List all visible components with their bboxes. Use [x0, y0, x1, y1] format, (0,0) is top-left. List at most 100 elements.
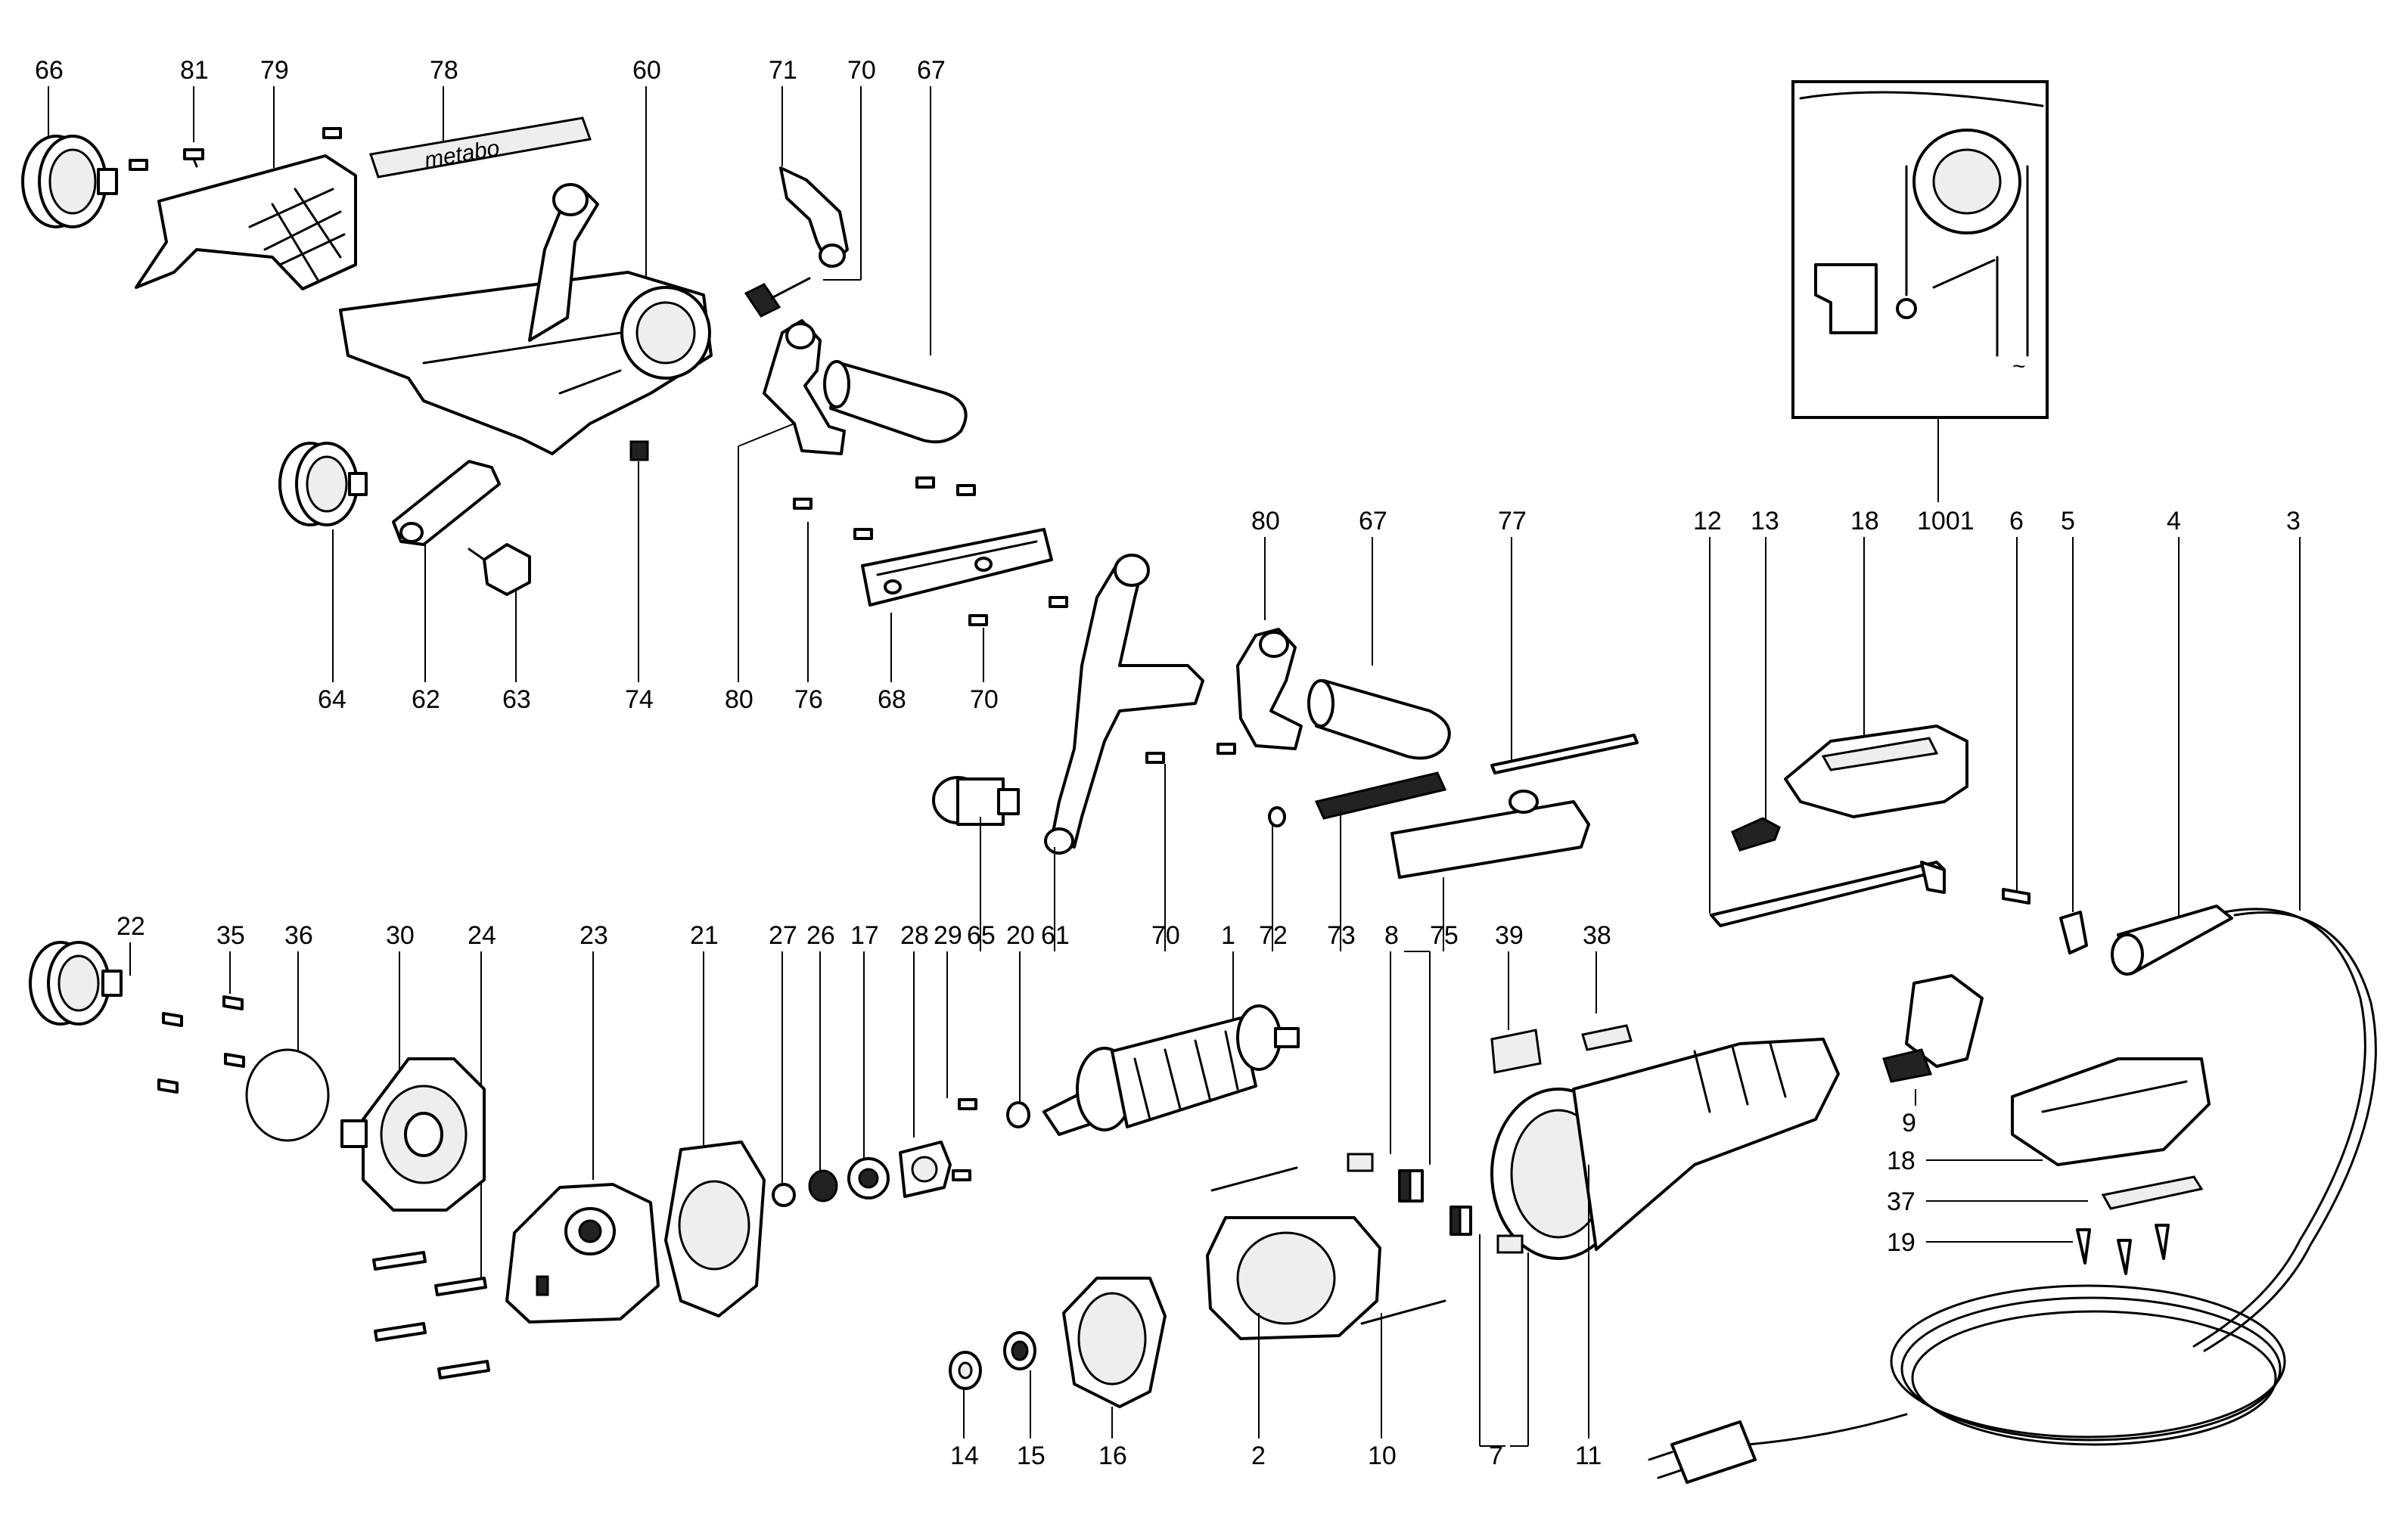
part-36-o-ring: [245, 1048, 330, 1142]
callout-labels-bottom: 14 15 16 2 10 7 11: [950, 1442, 1602, 1470]
part-11-motor-housing: [1490, 1038, 1840, 1260]
part-6-screw: [2002, 888, 2030, 905]
part-79-guard-plate: [135, 154, 357, 290]
part-28-plate: [899, 1141, 952, 1198]
part-76-screws: [793, 476, 976, 540]
callout-17: 17: [850, 921, 879, 950]
part-18-cover-bottom: [2011, 1057, 2211, 1166]
part-35-screws: [157, 995, 245, 1094]
callout-36: 36: [284, 921, 313, 950]
part-67-handle-b: [1307, 679, 1451, 760]
callout-28: 28: [900, 921, 929, 950]
part-27-washer: [772, 1183, 796, 1207]
callout-80: 80: [725, 685, 753, 714]
callout-13: 13: [1751, 507, 1779, 535]
callout-labels-second-row: 64 62 63 74 80 76 68 70: [318, 685, 999, 714]
part-78-logo-label: metabo: [369, 116, 592, 178]
logo-text: metabo: [422, 135, 501, 173]
part-63-star-knob: [468, 543, 531, 596]
callout-29: 29: [934, 921, 962, 950]
callout-11: 11: [1575, 1442, 1602, 1470]
part-80-bracket: [763, 319, 846, 455]
callout-2: 2: [1251, 1442, 1266, 1470]
part-12-switch-rod: [1710, 861, 1946, 927]
leader-lines-second-row: [332, 423, 984, 682]
callout-9: 9: [1902, 1109, 1916, 1137]
callout-64: 64: [318, 685, 346, 714]
callout-labels-right: 12 13 18 1001 6 5 4 3: [1693, 507, 2301, 535]
callout-22: 22: [117, 912, 145, 941]
part-66-roller: [21, 135, 118, 228]
callout-66: 66: [35, 56, 64, 85]
callout-24: 24: [468, 921, 496, 950]
callout-74: 74: [625, 685, 654, 714]
part-72-washer: [1268, 806, 1286, 827]
part-15-bearing: [1003, 1331, 1036, 1370]
callout-1: 1: [1221, 921, 1235, 950]
part-10-wire: [1210, 1166, 1446, 1325]
callout-70: 70: [970, 685, 999, 714]
callout-20: 20: [1006, 921, 1035, 950]
wiring-ac-symbol: ~: [2012, 354, 2026, 379]
callout-38: 38: [1583, 921, 1611, 950]
callout-6: 6: [2009, 507, 2024, 535]
leader-lines-right-lower: [1915, 1089, 2088, 1243]
part-21-flange: [664, 1141, 766, 1317]
callout-67: 67: [917, 56, 946, 85]
part-16-fan-housing: [1062, 1277, 1167, 1408]
callout-23: 23: [579, 921, 608, 950]
callout-37: 37: [1887, 1187, 1916, 1216]
part-5-clip: [2059, 911, 2088, 954]
callout-30: 30: [386, 921, 415, 950]
part-37-label: [2101, 1175, 2204, 1210]
part-38-label: [1581, 1024, 1633, 1051]
callout-60: 60: [632, 56, 661, 85]
part-knob-small: [744, 277, 811, 318]
callout-26: 26: [806, 921, 835, 950]
part-67-handle: [823, 360, 968, 444]
callout-15: 15: [1017, 1442, 1046, 1470]
part-18-cover-top: [1784, 725, 1968, 818]
leader-lines-bottom: [963, 1165, 1589, 1447]
part-77-rod: [1490, 734, 1639, 774]
part-3-power-cable: [1648, 908, 2377, 1484]
callout-80: 80: [1251, 507, 1280, 535]
part-39-label: [1490, 1029, 1542, 1074]
callout-79: 79: [260, 56, 289, 85]
part-81-screw: [183, 148, 204, 168]
part-22-roller: [29, 941, 123, 1026]
leader-lines-top-row: [48, 86, 931, 355]
callout-8: 8: [1384, 921, 1399, 950]
callout-18: 18: [1850, 507, 1879, 535]
wiring-diagram-box: ~: [1791, 80, 2049, 419]
part-30-gear-housing: [340, 1057, 486, 1212]
callout-4: 4: [2167, 507, 2181, 535]
callout-70: 70: [847, 56, 876, 85]
callout-76: 76: [794, 685, 823, 714]
callout-labels-middle: 80 67 77: [1251, 507, 1527, 535]
part-68-rail: [861, 528, 1053, 607]
part-1-armature: [1042, 1004, 1300, 1136]
part-73-spring: [1314, 771, 1447, 820]
part-71-lever: [779, 166, 849, 268]
callout-78: 78: [430, 56, 458, 85]
callout-3: 3: [2286, 507, 2301, 535]
callout-18: 18: [1887, 1147, 1916, 1175]
part-7-brush-holders: [1449, 1206, 1524, 1254]
callout-labels-top-row: 66 81 79 78 60 71 70 67: [35, 56, 946, 85]
part-80-bracket-b: [1236, 628, 1303, 750]
part-8-brushes: [1347, 1153, 1424, 1203]
callout-12: 12: [1693, 507, 1722, 535]
part-64-roller: [278, 442, 368, 526]
callout-16: 16: [1098, 1442, 1127, 1470]
callout-71: 71: [769, 56, 797, 85]
callout-7: 7: [1489, 1442, 1503, 1470]
part-75-guide: [1390, 790, 1590, 879]
callout-labels-bottom-top: 22 35 36 30 24 23 21 27 26 17 28 29 65 2…: [117, 912, 1611, 950]
leader-lines-right: [1709, 417, 2301, 947]
part-26-gear: [808, 1169, 838, 1203]
part-2-field-coil: [1206, 1216, 1381, 1340]
part-17-bearing: [847, 1157, 890, 1199]
part-4-cable-sleeve: [2111, 905, 2233, 976]
part-29-screws: [952, 1098, 977, 1181]
